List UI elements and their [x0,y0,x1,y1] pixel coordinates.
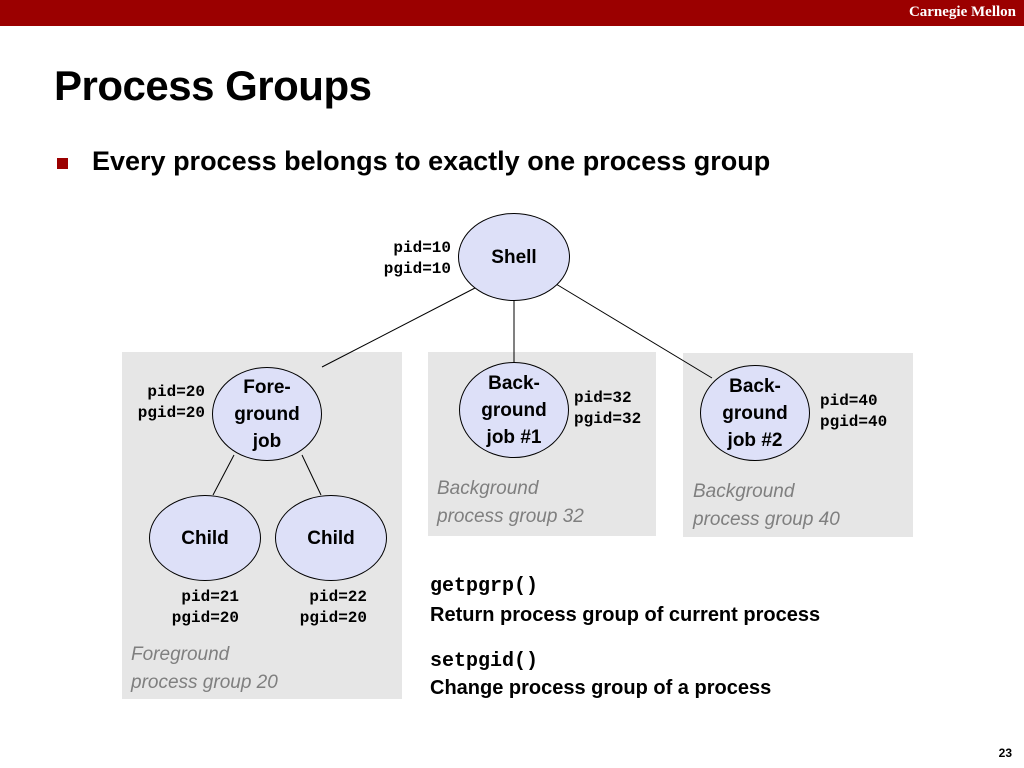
slide-title: Process Groups [54,62,372,109]
child-1-node: Child [149,495,261,581]
page-number: 23 [998,746,1012,760]
edge-shell-fg [321,287,476,368]
edge-fg-child2 [301,454,322,496]
fg-group-line2: process group 20 [131,672,278,693]
edge-shell-bg2 [555,283,713,379]
bg-job2-pid: pid=40 [820,392,878,410]
bg-job1-line1: Back- [488,372,540,394]
bg-job1-line3: job #1 [486,426,542,448]
header-bar: Carnegie Mellon [0,0,1024,26]
child1-pid: pid=21 [181,588,239,606]
shell-node: Shell [458,213,570,301]
getpgrp-function: getpgrp() [430,575,539,598]
background-group-40-label: Background process group 40 [693,478,840,534]
background-job-1-node: Back- ground job #1 [459,362,569,458]
fg-group-line1: Foreground [131,644,230,665]
foreground-group-label: Foreground process group 20 [131,641,278,697]
bg-job2-line1: Back- [729,375,781,397]
bullet-square-icon [57,158,68,169]
bg-job2-pgid: pgid=40 [820,413,888,431]
edge-fg-child1 [212,454,235,496]
bg32-group-line2: process group 32 [437,506,584,527]
bg-job2-line3: job #2 [727,429,783,451]
fg-job-line2: ground [234,403,300,425]
foreground-job-node: Fore- ground job [212,367,322,461]
shell-ids: pid=10 pgid=10 [350,238,451,280]
shell-pgid: pgid=10 [383,260,451,278]
brand-text: Carnegie Mellon [908,4,1016,20]
bg-job1-ids: pid=32 pgid=32 [574,388,641,430]
child2-pid: pid=22 [309,588,367,606]
background-job-2-node: Back- ground job #2 [700,365,810,461]
setpgid-description: Change process group of a process [430,677,772,699]
child1-ids: pid=21 pgid=20 [140,587,239,629]
bg-job2-line2: ground [722,402,788,424]
setpgid-function: setpgid() [430,650,539,673]
fg-job-pgid: pgid=20 [137,404,205,422]
bg-job1-line2: ground [481,399,547,421]
shell-label: Shell [491,246,537,268]
child1-pgid: pgid=20 [171,609,239,627]
fg-job-line1: Fore- [243,376,291,398]
getpgrp-description: Return process group of current process [430,604,821,626]
bg40-group-line1: Background [693,481,795,502]
bullet-text: Every process belongs to exactly one pro… [92,146,771,176]
fg-job-pid: pid=20 [147,383,205,401]
fg-job-ids: pid=20 pgid=20 [120,382,205,424]
child1-label: Child [181,527,229,549]
child2-pgid: pgid=20 [299,609,367,627]
bg32-group-line1: Background [437,478,539,499]
background-group-32-label: Background process group 32 [437,475,584,531]
bg-job1-pgid: pgid=32 [574,410,642,428]
child-2-node: Child [275,495,387,581]
child2-label: Child [307,527,355,549]
bg-job2-ids: pid=40 pgid=40 [820,391,887,433]
bg-job1-pid: pid=32 [574,389,632,407]
fg-job-line3: job [252,430,282,452]
child2-ids: pid=22 pgid=20 [268,587,367,629]
bg40-group-line2: process group 40 [693,509,840,530]
shell-pid: pid=10 [393,239,451,257]
